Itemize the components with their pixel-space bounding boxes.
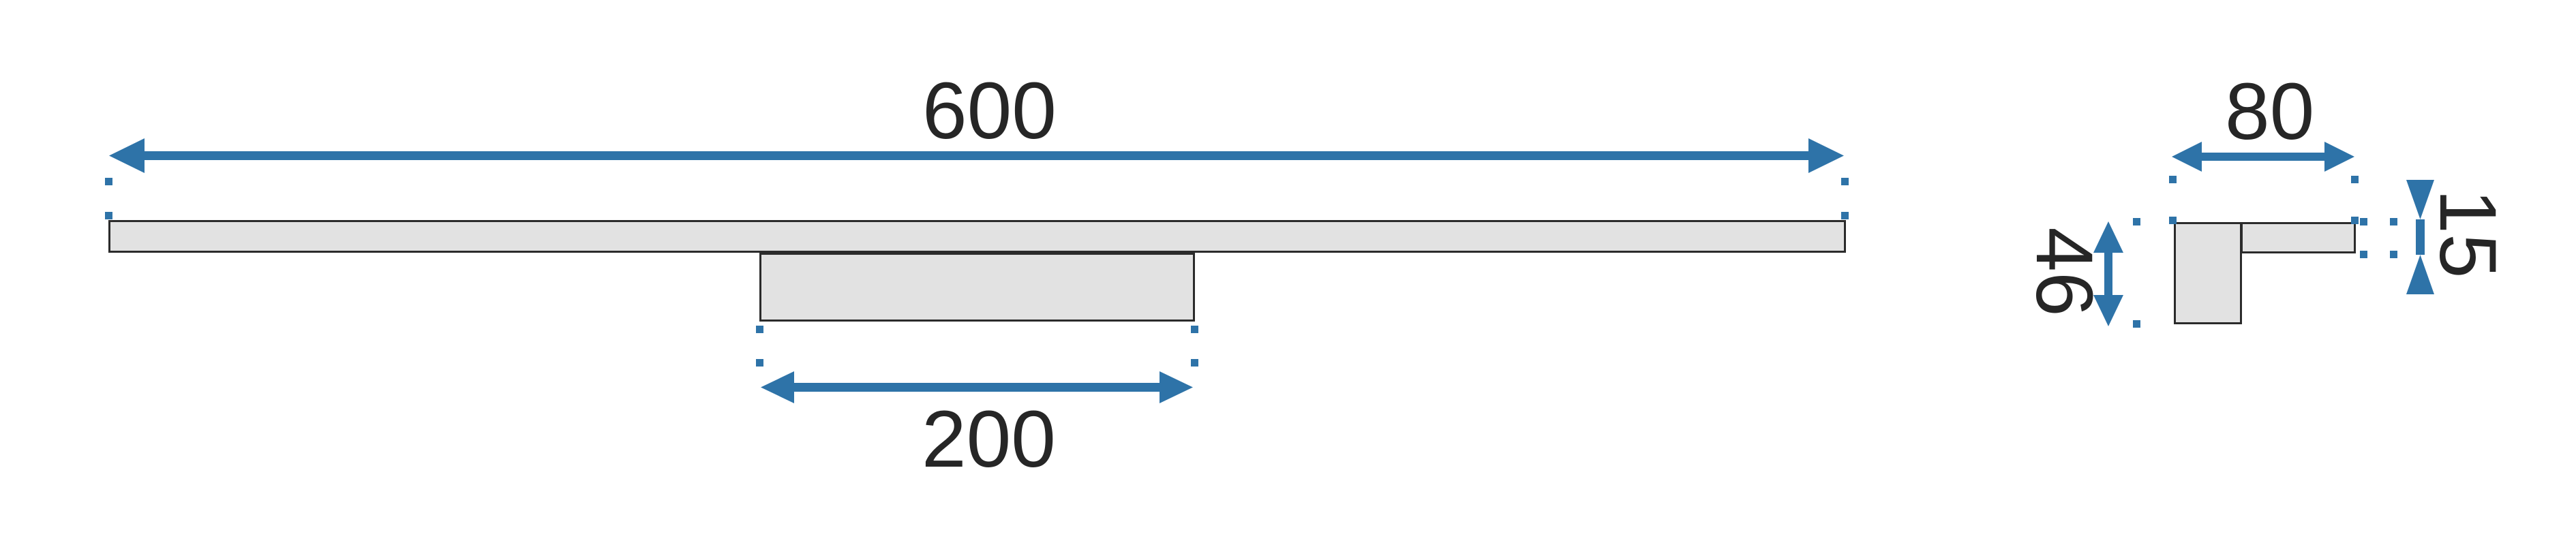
- tick-15-top: [2390, 218, 2397, 225]
- tick-15-inner-bottom: [2360, 251, 2367, 258]
- tick-80-left-lower: [2169, 217, 2177, 224]
- front-view-housing-block: [759, 253, 1195, 322]
- dimension-label-200: 200: [922, 394, 1056, 484]
- tick-600-right-lower: [1841, 212, 1849, 219]
- front-view-main-bar: [108, 220, 1846, 253]
- tick-15-inner-top: [2360, 218, 2367, 225]
- tick-80-right-lower: [2351, 217, 2359, 224]
- tick-600-right-upper: [1841, 178, 1849, 185]
- side-view-horizontal-arm: [2241, 222, 2356, 253]
- tick-200-left-lower: [756, 359, 763, 367]
- tick-200-right-upper: [1191, 326, 1198, 333]
- tick-80-right: [2351, 176, 2359, 183]
- dimension-label-600: 600: [922, 66, 1057, 156]
- dimension-label-46: 46: [2019, 227, 2109, 317]
- tick-15-bottom: [2390, 251, 2397, 258]
- dimension-label-80: 80: [2225, 67, 2315, 157]
- dimension-label-15: 15: [2423, 189, 2513, 279]
- tick-80-left: [2169, 176, 2177, 183]
- tick-600-left-upper: [105, 178, 112, 185]
- tick-600-left-lower: [105, 212, 112, 219]
- tick-200-right-lower: [1191, 359, 1198, 367]
- tick-200-left-upper: [756, 326, 763, 333]
- side-view-vertical-body: [2174, 222, 2242, 324]
- tick-46-bottom: [2133, 320, 2140, 328]
- tick-46-top: [2133, 218, 2140, 225]
